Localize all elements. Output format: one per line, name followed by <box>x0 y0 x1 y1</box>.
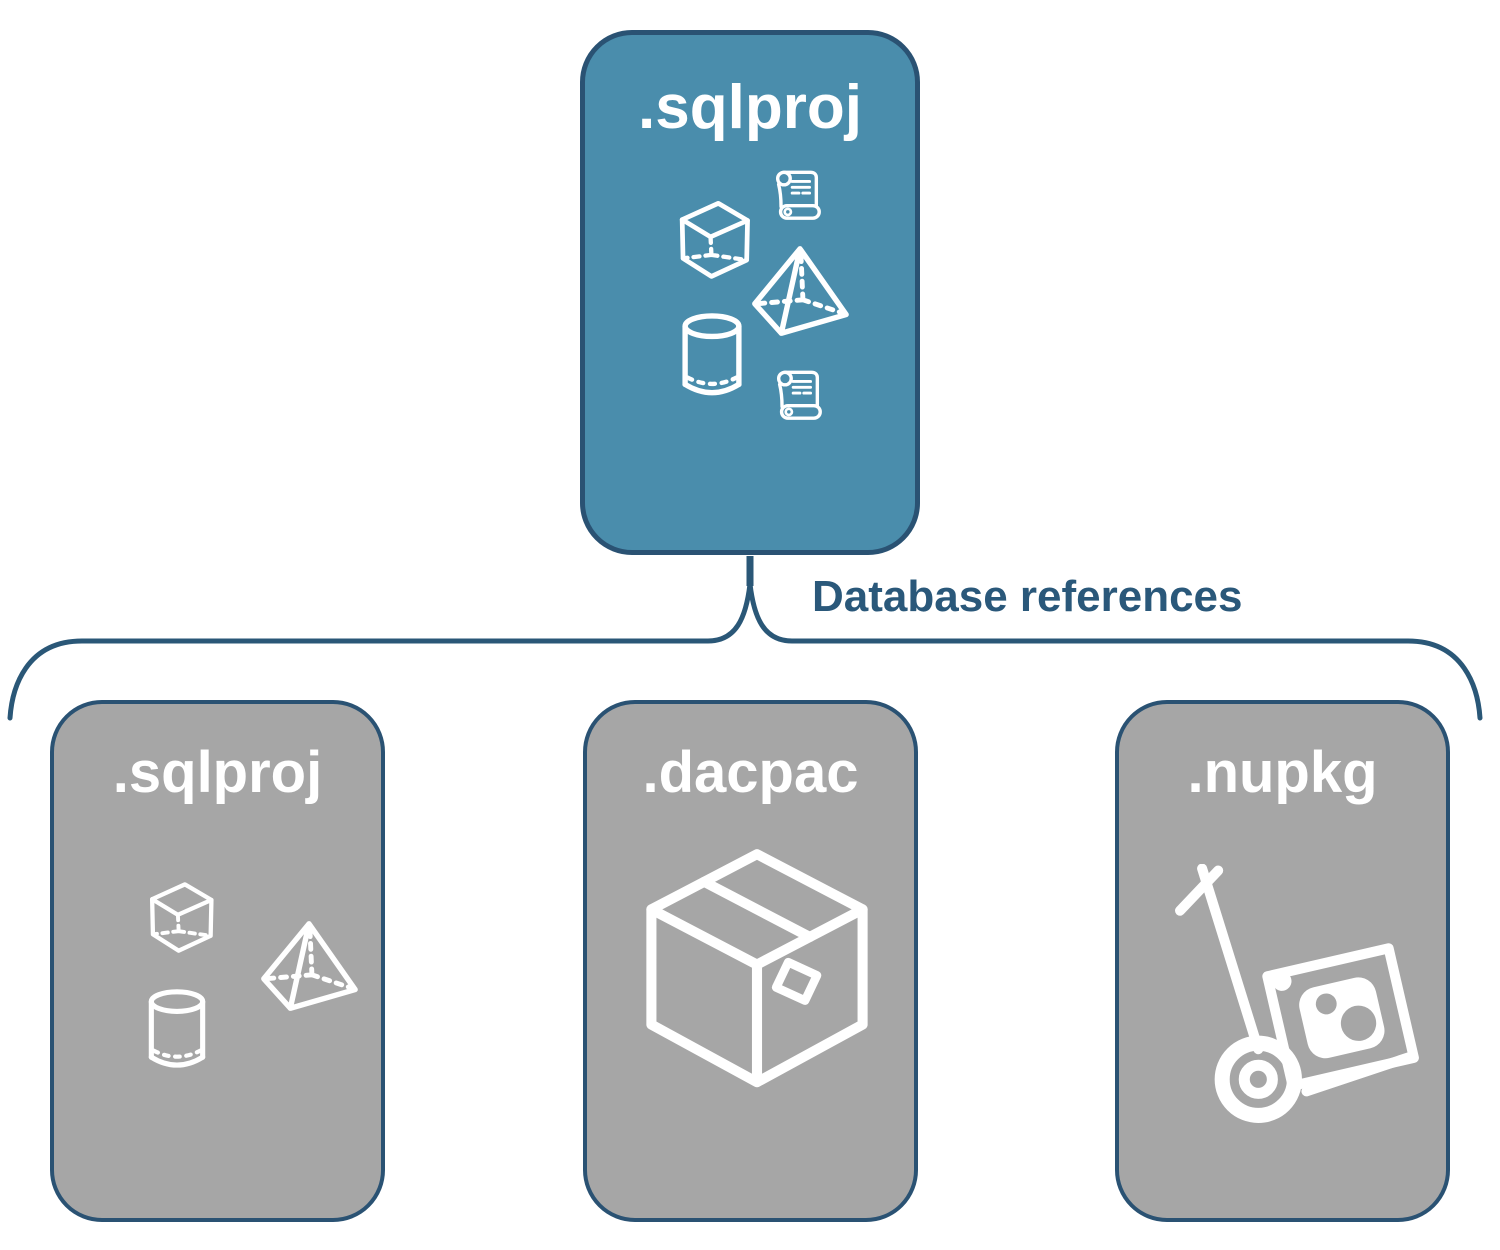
cube-icon <box>142 870 220 958</box>
cylinder-icon <box>677 313 747 401</box>
scroll-icon <box>768 165 826 225</box>
package-box-icon <box>637 844 877 1114</box>
node-dacpac: .dacpac <box>583 700 918 1222</box>
pyramid-icon <box>745 241 853 341</box>
cylinder-icon <box>144 989 210 1073</box>
pyramid-icon <box>254 916 362 1016</box>
child-node-title: .nupkg <box>1187 740 1378 805</box>
child-node-title: .sqlproj <box>112 740 323 805</box>
node-nupkg: .nupkg <box>1115 700 1450 1222</box>
brace-connector <box>7 556 1483 721</box>
hand-truck-nuget-icon <box>1174 864 1439 1126</box>
root-node-title: .sqlproj <box>638 73 862 142</box>
connector-label: Database references <box>812 572 1243 621</box>
node-sqlproj-root: .sqlproj <box>580 30 920 555</box>
child-node-title: .dacpac <box>642 740 859 805</box>
cube-icon <box>671 191 757 281</box>
scroll-icon <box>769 365 827 425</box>
node-sqlproj-child: .sqlproj <box>50 700 385 1222</box>
